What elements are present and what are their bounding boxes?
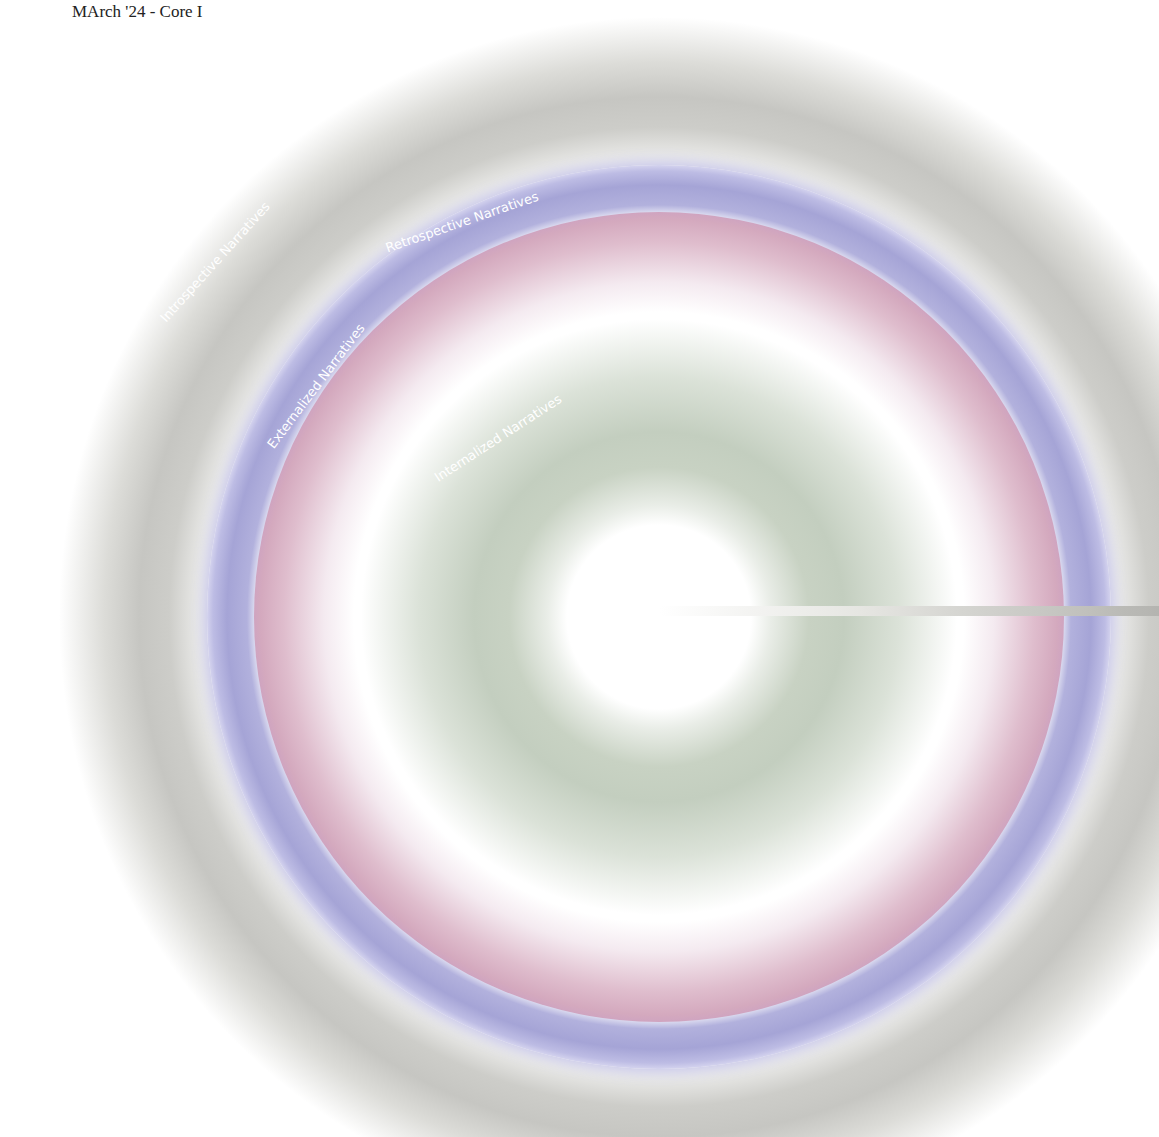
- narrative-ring: Retrospective NarrativesExternalized Nar…: [207, 165, 1111, 1069]
- sheet-title: MArch '24 - Core I: [72, 2, 203, 22]
- ring-label: Introspective Narratives: [157, 199, 273, 325]
- narrative-ring: Internalized Narratives: [361, 319, 957, 915]
- ring-label: Internalized Narratives: [432, 391, 564, 484]
- narrative-ring: Externalized NarrativesInternalized Narr…: [254, 212, 1064, 1022]
- narrative-ring: Introspective NarrativesRetrospective Na…: [59, 17, 1159, 1137]
- axis-bar: [660, 606, 1159, 616]
- ring-label: Externalized Narratives: [264, 321, 367, 451]
